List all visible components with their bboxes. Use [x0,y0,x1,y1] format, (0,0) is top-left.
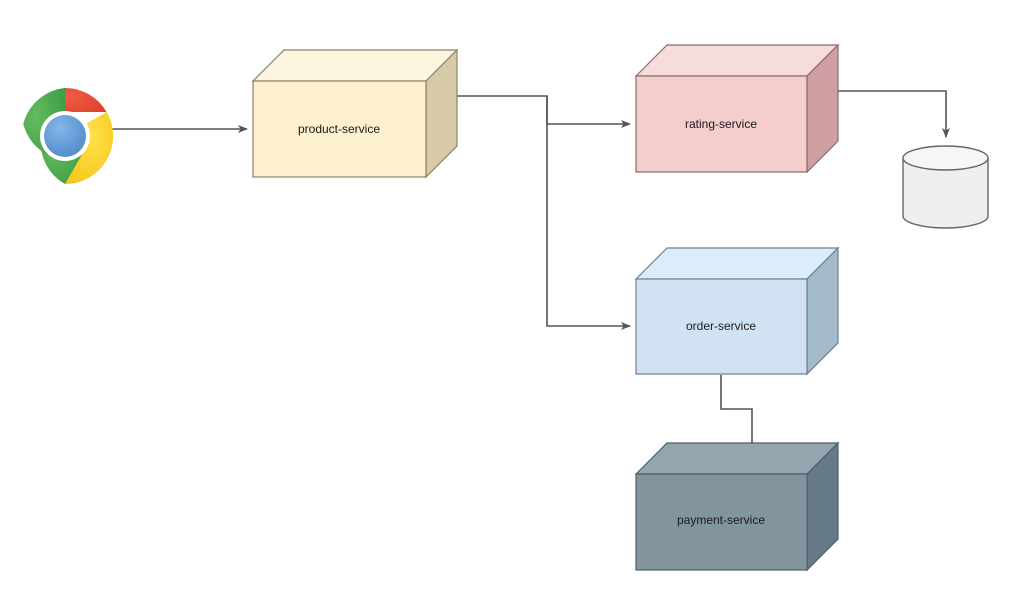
node-product-service[interactable]: product-service [251,48,459,179]
node-payment-service[interactable]: payment-service [634,441,840,572]
node-order-service[interactable]: order-service [634,246,840,376]
edge-product-to-order [546,96,631,330]
edge-order-to-payment [720,375,756,470]
node-rating-service[interactable]: rating-service [634,43,840,174]
chrome-browser-icon[interactable] [17,87,114,185]
edge-rating-to-database [838,90,950,138]
node-ratings-database[interactable] [902,145,989,229]
edge-product-to-rating [457,95,631,128]
